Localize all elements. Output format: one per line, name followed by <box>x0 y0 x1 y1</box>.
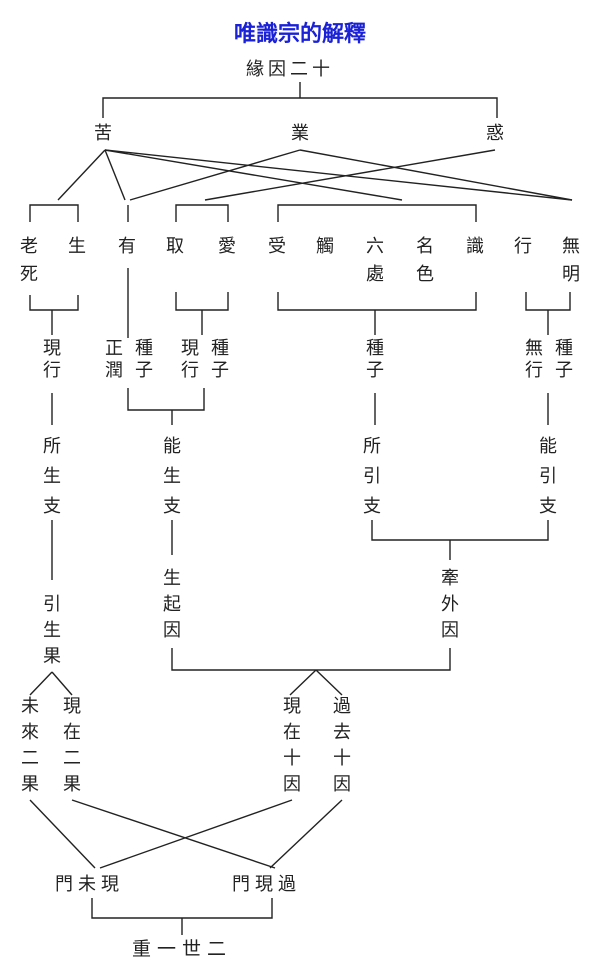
link-wuming-b: 明 <box>562 264 580 285</box>
seed-zhongzi-c: 種子 <box>211 338 229 381</box>
door-xian-guo: 門現過 <box>232 874 301 895</box>
top-label: 緣因二十 <box>246 59 334 80</box>
link-shi: 識 <box>466 236 484 257</box>
door-weilai-xian: 門未現 <box>55 874 124 895</box>
cause-ku: 苦 <box>94 123 112 144</box>
link-sheng: 生 <box>68 236 86 257</box>
seed-zhongzi-b: 種子 <box>135 338 153 381</box>
bottom-label: 重一世二 <box>132 938 233 960</box>
seed-zhongzi-d: 種子 <box>366 338 384 381</box>
fruit-weilai: 未來二果 <box>21 696 39 795</box>
cause-qianwai: 牽外因 <box>441 568 459 641</box>
link-laosi-b: 死 <box>20 264 38 285</box>
link-laosi-a: 老 <box>20 236 38 257</box>
link-ai: 愛 <box>218 236 236 257</box>
cause-shengqi: 生起因 <box>163 568 181 641</box>
cause-yinsheng: 引生果 <box>43 594 61 667</box>
cause-guoqu-ten: 過去十因 <box>333 696 351 795</box>
seed-wuxing: 無行 <box>525 338 543 381</box>
seed-zhengrun: 正潤 <box>105 338 123 381</box>
link-liuchu-a: 六 <box>366 236 384 257</box>
support-nengsheng: 能生支 <box>163 436 181 517</box>
link-wuming-a: 無 <box>562 236 580 257</box>
cause-xianzai-ten: 現在十因 <box>283 696 301 795</box>
page-title: 唯識宗的解釋 <box>233 22 366 47</box>
support-suosheng: 所生支 <box>43 436 61 517</box>
link-mingse-b: 色 <box>416 264 434 285</box>
link-qu: 取 <box>166 236 184 257</box>
cause-ye: 業 <box>291 123 309 144</box>
link-chu: 觸 <box>316 236 334 257</box>
seed-xianxing-c: 現行 <box>181 338 199 381</box>
link-mingse-a: 名 <box>416 236 434 257</box>
support-suoyin: 所引支 <box>363 436 381 517</box>
link-liuchu-b: 處 <box>366 264 384 285</box>
link-you: 有 <box>118 236 136 257</box>
fruit-xianzai: 現在二果 <box>63 696 81 795</box>
support-nengyin: 能引支 <box>539 436 557 517</box>
link-xing: 行 <box>514 236 532 257</box>
link-shou: 受 <box>268 236 286 257</box>
seed-zhongzi-e: 種子 <box>555 338 573 381</box>
seed-xianxing: 現行 <box>43 338 61 381</box>
cause-huo: 惑 <box>486 123 504 144</box>
